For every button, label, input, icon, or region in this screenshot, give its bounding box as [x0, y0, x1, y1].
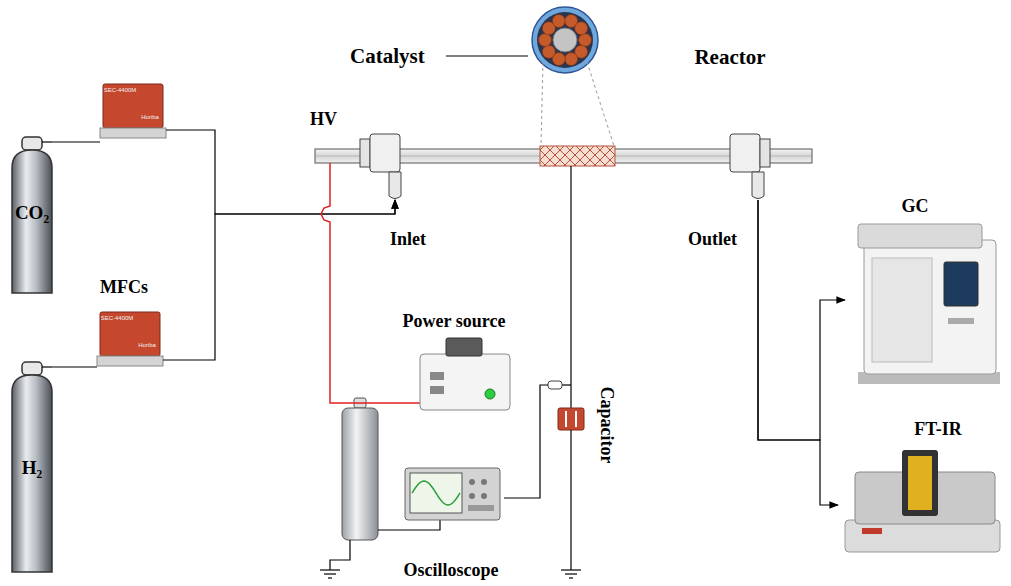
ground-symbol — [320, 570, 340, 578]
flow-controller: SEC-4400M Horiba — [97, 310, 163, 370]
gas-line — [52, 141, 100, 142]
node-text: FT-IR — [914, 420, 961, 440]
node-text: Oscilloscope — [404, 561, 499, 581]
gas-line — [758, 200, 838, 505]
h2-cylinder — [12, 362, 52, 572]
port-label: Inlet — [390, 230, 426, 250]
ftir-spectrometer — [845, 450, 1000, 552]
power-source — [390, 338, 510, 410]
node-text: Horiba — [138, 342, 156, 349]
node-text: Capacitor — [596, 386, 616, 463]
component-label: MFCs — [100, 278, 148, 298]
node-text: SEC-4400M — [101, 315, 134, 322]
gas-line — [166, 130, 395, 214]
ground-wire — [570, 200, 571, 372]
gas-line — [758, 200, 845, 440]
gas-cylinder: CO₂ — [12, 137, 52, 293]
catalyst-cross-section — [446, 7, 614, 146]
capacitor: Capacitor — [548, 372, 620, 482]
node-text: GC — [902, 197, 929, 217]
oscilloscope: Oscilloscope — [398, 466, 504, 584]
mass-flow-controller — [97, 312, 163, 366]
capacitor-symbol — [548, 372, 584, 578]
ground-symbol — [561, 570, 581, 578]
gas-line — [163, 200, 395, 360]
power-source: Power source — [390, 312, 518, 412]
ftir-instrument: FT-IR — [838, 418, 1005, 558]
oscilloscope-device — [405, 468, 500, 520]
node-text: Horiba — [141, 114, 159, 121]
co2-cylinder — [12, 137, 52, 293]
gas-cylinder: H₂ — [12, 362, 52, 574]
gas-line — [52, 366, 97, 367]
node-text: Power source — [403, 312, 506, 332]
reactor-tube — [315, 134, 812, 200]
port-label: Outlet — [688, 230, 737, 250]
terminal-label: HV — [310, 110, 337, 130]
hv-wire — [321, 200, 390, 403]
gc-instrument: GC — [845, 195, 1005, 390]
reactor: Reactor — [312, 128, 815, 200]
gas-chromatograph — [858, 224, 1000, 384]
component-label: Catalyst — [350, 45, 425, 68]
node-text: H₂ — [22, 458, 42, 479]
signal-wire — [504, 385, 548, 498]
mass-flow-controller — [100, 84, 166, 138]
node-text: Reactor — [694, 46, 765, 69]
node-text: CO₂ — [15, 203, 49, 224]
node-text: SEC-4400M — [104, 87, 137, 94]
flow-controller: SEC-4400M Horiba — [100, 82, 166, 145]
